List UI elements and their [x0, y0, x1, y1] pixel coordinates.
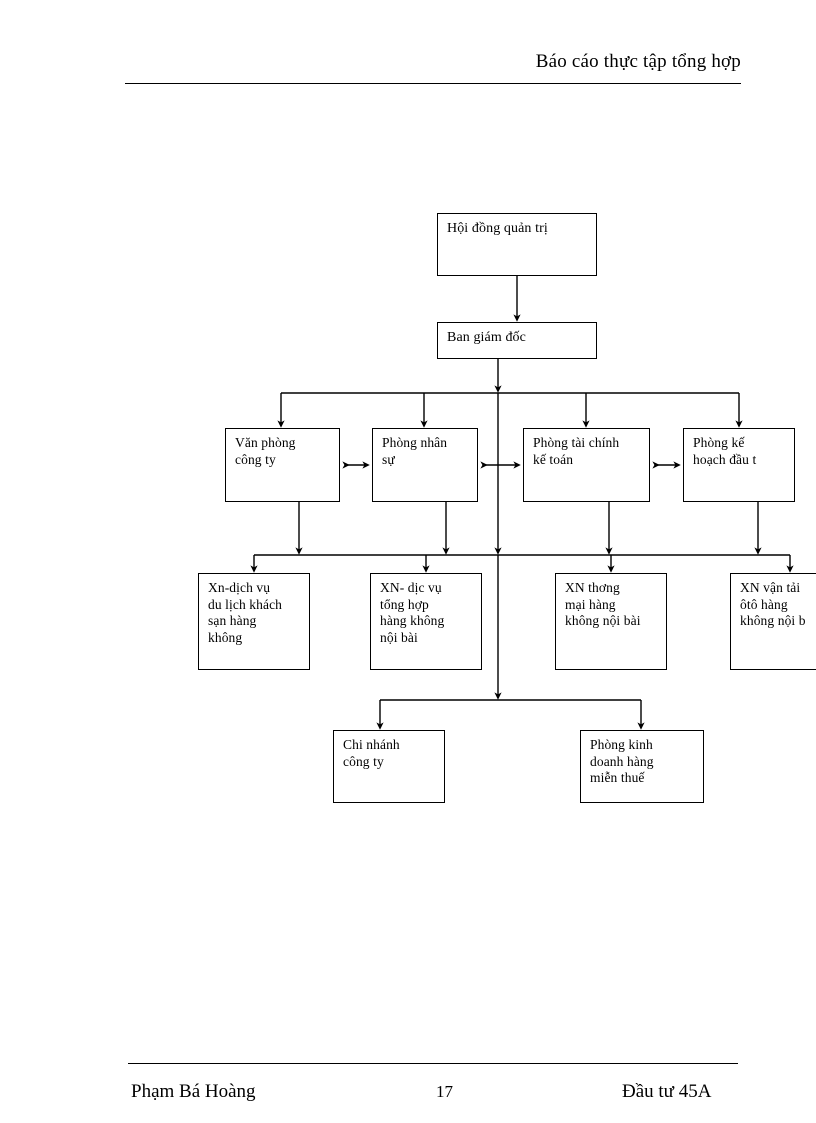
node-ban-giam-doc[interactable]: Ban giám đốc: [437, 322, 597, 359]
node-chi-nhanh-cong-ty[interactable]: Chi nhánh công ty: [333, 730, 445, 803]
node-xn-dich-vu-du-lich[interactable]: Xn-dịch vụ du lịch khách sạn hàng không: [198, 573, 310, 670]
node-xn-van-tai-oto[interactable]: XN vận tải ôtô hàng không nội b: [730, 573, 816, 670]
footer-divider: [128, 1063, 738, 1064]
node-phong-nhan-su[interactable]: Phòng nhân sự: [372, 428, 478, 502]
page-header-title: Báo cáo thực tập tổng hợp: [535, 51, 741, 72]
node-xn-thuong-mai[interactable]: XN thơng mại hàng không nội bài: [555, 573, 667, 670]
node-phong-kinh-doanh-hang-mien-thue[interactable]: Phòng kinh doanh hàng miễn thuế: [580, 730, 704, 803]
node-van-phong-cong-ty[interactable]: Văn phòng công ty: [225, 428, 340, 502]
node-xn-dich-vu-tong-hop[interactable]: XN- dịc vụ tổng hợp hàng không nội bài: [370, 573, 482, 670]
node-phong-tai-chinh-ke-toan[interactable]: Phòng tài chính kế toán: [523, 428, 650, 502]
node-phong-ke-hoach-dau-tu[interactable]: Phòng kế hoạch đầu t: [683, 428, 795, 502]
header-divider: [125, 83, 741, 84]
footer-class: Đầu tư 45A: [622, 1081, 712, 1102]
node-hoi-dong-quan-tri[interactable]: Hội đồng quản trị: [437, 213, 597, 276]
footer-page-number: 17: [436, 1082, 453, 1101]
footer-author: Phạm Bá Hoàng: [131, 1081, 256, 1102]
